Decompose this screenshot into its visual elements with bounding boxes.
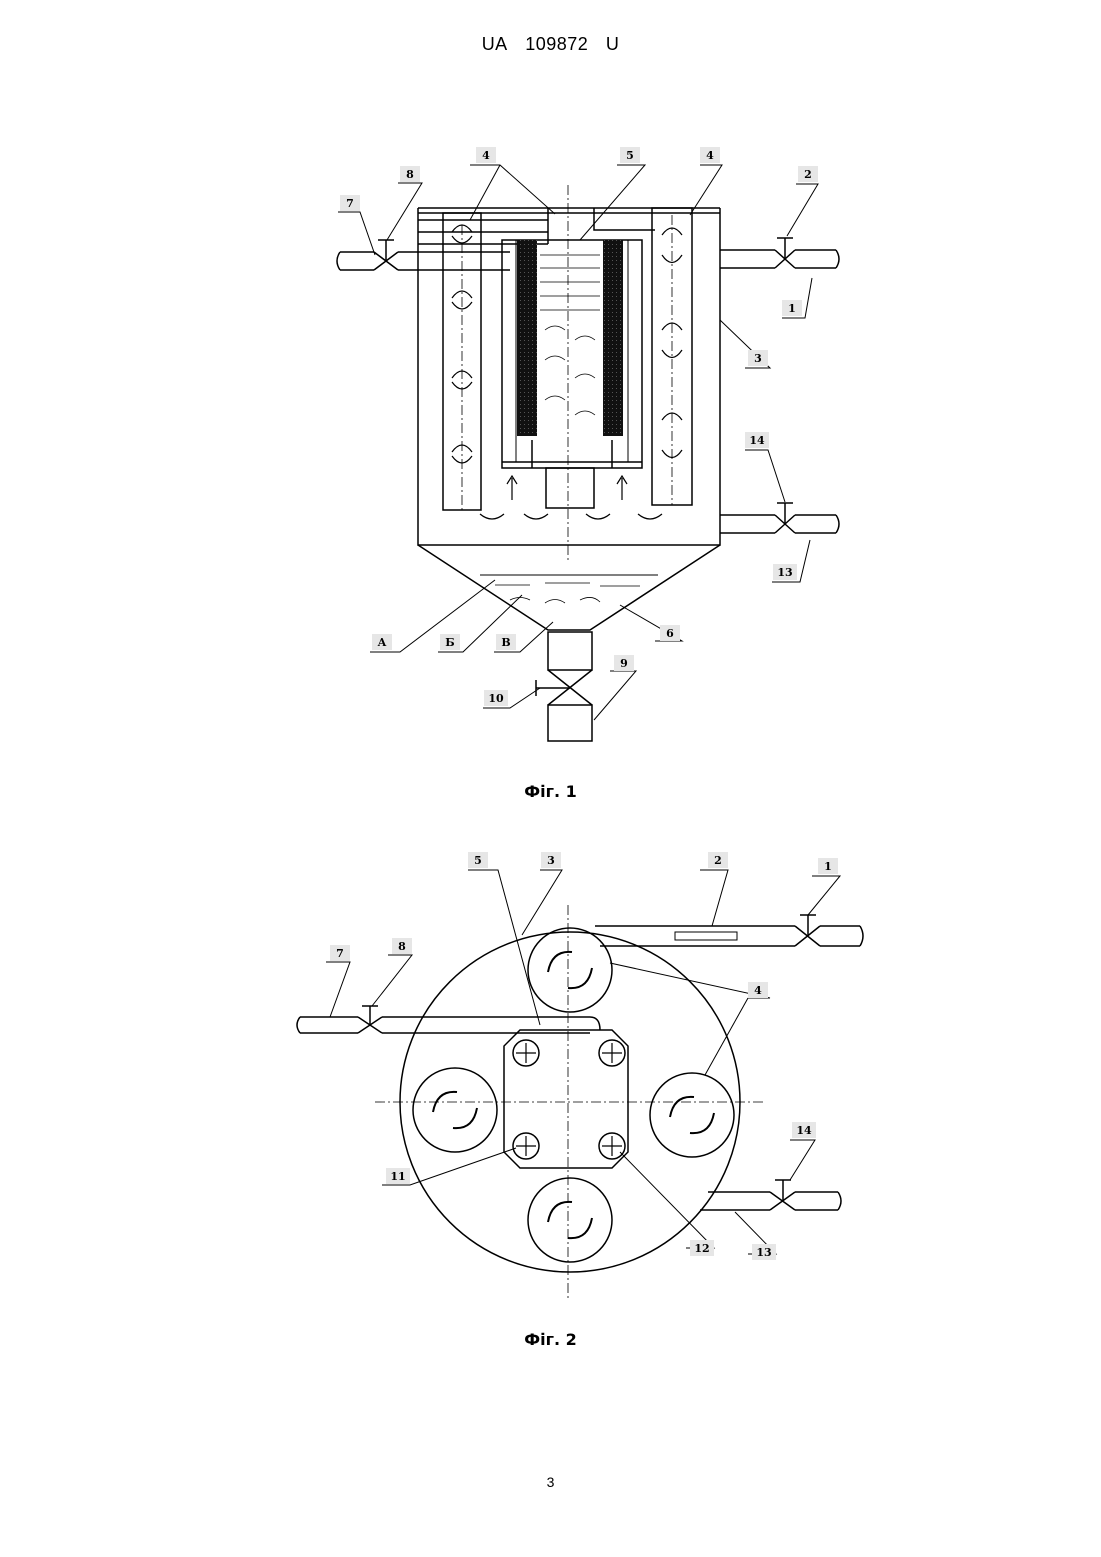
figure-1-caption: Фіг. 1 (0, 782, 1101, 801)
fig1-label-3: 3 (754, 352, 762, 365)
fig1-label-9: 9 (620, 657, 628, 670)
fig1-label-4b: 4 (706, 149, 714, 162)
fig1-label-13: 13 (777, 566, 792, 579)
patent-header: UA 109872 U (0, 34, 1101, 55)
figure-2: 5 3 2 1 4 8 7 11 12 13 14 (0, 840, 1101, 1310)
figure-2-caption: Фіг. 2 (0, 1330, 1101, 1349)
fig1-label-4a: 4 (482, 149, 490, 162)
fig2-label-7: 7 (336, 947, 344, 960)
fig1-label-7: 7 (346, 197, 354, 210)
fig2-label-14: 14 (796, 1124, 812, 1137)
fig1-label-V: В (501, 636, 510, 649)
fig2-label-12: 12 (694, 1242, 709, 1255)
fig2-label-8: 8 (398, 940, 406, 953)
patent-office: UA (482, 34, 508, 54)
fig2-label-11: 11 (390, 1170, 405, 1183)
fig1-label-A: А (378, 636, 387, 649)
figure-1: 4 5 4 8 7 2 1 3 14 13 А Б В 6 9 10 (0, 140, 1101, 760)
fig1-label-10: 10 (488, 692, 504, 705)
fig2-label-4: 4 (754, 984, 762, 997)
patent-kind: U (606, 34, 620, 54)
fig1-label-1: 1 (788, 302, 796, 315)
fig2-label-1: 1 (824, 860, 832, 873)
page-number: 3 (0, 1474, 1101, 1490)
fig1-label-2: 2 (804, 168, 812, 181)
fig2-label-3: 3 (547, 854, 555, 867)
patent-number: 109872 (525, 34, 588, 54)
fig1-label-B: Б (445, 636, 454, 649)
fig2-label-2: 2 (714, 854, 722, 867)
fig1-label-8: 8 (406, 168, 414, 181)
fig2-label-5: 5 (474, 854, 482, 867)
fig2-label-13: 13 (756, 1246, 771, 1259)
fig1-label-5: 5 (626, 149, 634, 162)
fig1-label-14: 14 (749, 434, 765, 447)
fig1-label-6: 6 (666, 627, 674, 640)
